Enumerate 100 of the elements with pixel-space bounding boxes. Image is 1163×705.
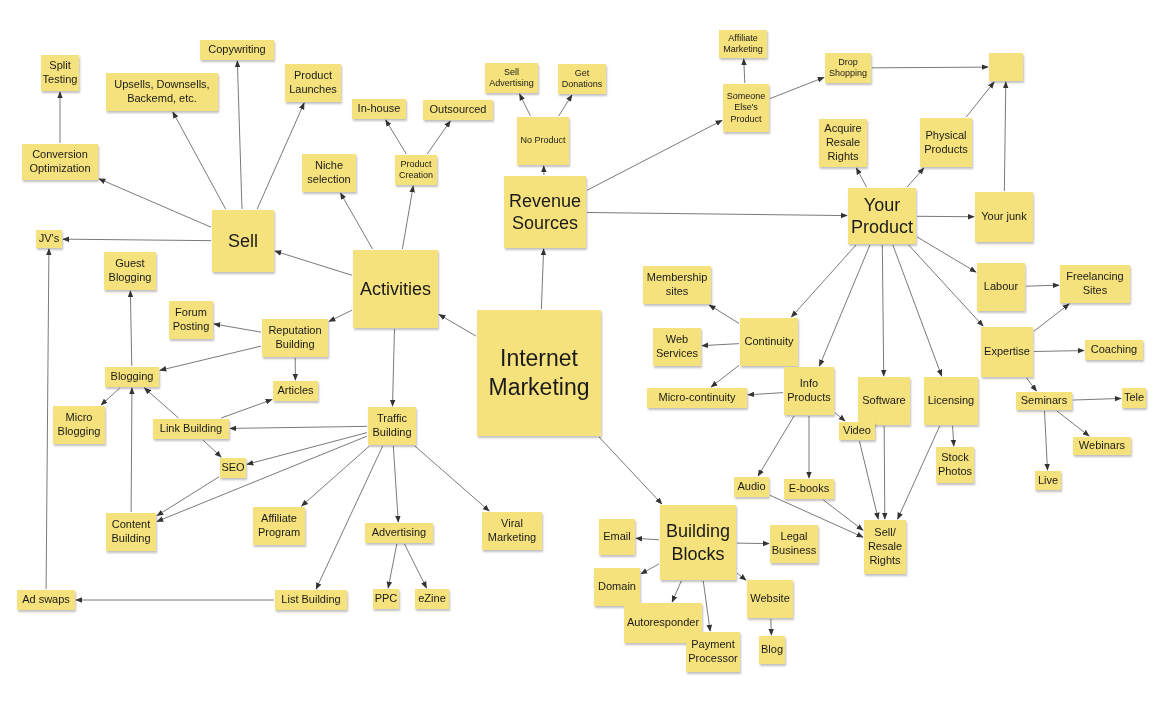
- arrow: [234, 60, 243, 210]
- sticky-note: [352, 99, 406, 119]
- arrow: [635, 535, 660, 542]
- arrow: [519, 93, 531, 117]
- arrow: [965, 81, 995, 118]
- sticky-note: [365, 523, 433, 543]
- sticky-note: [989, 53, 1023, 81]
- arrow: [401, 185, 415, 250]
- arrow: [541, 165, 547, 176]
- sticky-note: [784, 367, 834, 415]
- arrow: [246, 432, 368, 466]
- arrow: [1044, 410, 1050, 471]
- arrow: [1026, 377, 1037, 392]
- note-label: Payment Processor: [688, 638, 738, 666]
- note-label: Membership sites: [645, 271, 709, 299]
- note-label: Micro-continuity: [658, 391, 736, 405]
- sticky-note: [105, 367, 159, 387]
- sticky-note: [975, 192, 1033, 242]
- note-label: Software: [862, 394, 906, 408]
- arrow: [558, 94, 573, 117]
- sticky-note: [981, 327, 1033, 377]
- note-label: Email: [603, 530, 631, 544]
- note-label: Sell: [228, 229, 258, 253]
- sticky-note: [747, 580, 793, 618]
- note-label: Product Creation: [398, 158, 434, 182]
- note-label: Internet Marketing: [487, 344, 591, 402]
- sticky-note: [924, 377, 978, 425]
- arrow: [769, 494, 864, 538]
- note-label: Licensing: [927, 394, 975, 408]
- arrow: [586, 119, 723, 191]
- arrow: [950, 425, 957, 447]
- sticky-note: [759, 636, 785, 664]
- note-label: Acquire Resale Rights: [823, 122, 863, 164]
- sticky-note: [504, 176, 586, 248]
- arrow: [172, 111, 227, 210]
- arrow: [906, 167, 925, 188]
- sticky-note: [977, 263, 1025, 311]
- note-label: Coaching: [1090, 343, 1138, 357]
- arrow: [274, 250, 353, 276]
- note-label: Info Products: [786, 377, 832, 405]
- sticky-note: [22, 144, 98, 180]
- note-label: Split Testing: [42, 59, 78, 87]
- note-label: Sell Advertising: [488, 66, 535, 90]
- note-label: Traffic Building: [371, 412, 413, 440]
- sticky-note: [423, 100, 493, 120]
- arrow: [790, 244, 857, 318]
- note-label: Revenue Sources: [507, 189, 583, 235]
- note-label: Viral Marketing: [486, 517, 538, 545]
- note-label: PPC: [374, 592, 398, 606]
- note-label: Webinars: [1078, 439, 1126, 453]
- note-label: Link Building: [159, 422, 223, 436]
- note-label: Forum Posting: [171, 306, 211, 334]
- note-label: Copywriting: [208, 43, 266, 57]
- arrow: [156, 476, 220, 517]
- arrow: [339, 192, 374, 250]
- note-label: Articles: [277, 384, 314, 398]
- arrow: [389, 328, 396, 407]
- arrow: [741, 58, 747, 84]
- arrow: [671, 580, 682, 603]
- note-label: Advertising: [371, 526, 427, 540]
- note-label: In-house: [357, 102, 401, 116]
- note-label: Audio: [737, 480, 766, 494]
- arrow: [806, 415, 812, 479]
- arrow: [414, 445, 490, 512]
- arrow: [757, 415, 795, 477]
- sticky-note: [517, 117, 569, 165]
- arrow: [1072, 395, 1122, 402]
- note-label: JV's: [38, 232, 60, 246]
- arrow: [640, 563, 660, 575]
- sticky-note: [353, 250, 438, 328]
- sticky-note: [686, 632, 740, 672]
- arrow: [871, 64, 989, 70]
- note-label: Autoresponder: [626, 616, 700, 630]
- note-label: Freelancing Sites: [1065, 270, 1125, 298]
- arrow: [328, 309, 353, 322]
- sticky-note: [200, 40, 274, 60]
- note-label: Upsells, Downsells, Backemd, etc.: [113, 78, 211, 106]
- arrow: [156, 435, 368, 522]
- arrow: [708, 304, 740, 324]
- arrow: [426, 120, 451, 155]
- sticky-note: [723, 84, 769, 132]
- sticky-note: [106, 73, 218, 111]
- note-label: Website: [750, 592, 790, 606]
- arrow: [386, 543, 398, 589]
- note-label: Reputation Building: [267, 324, 323, 352]
- arrow: [62, 236, 212, 242]
- arrow: [385, 119, 407, 155]
- arrow: [701, 342, 740, 349]
- note-label: Your junk: [981, 210, 1027, 224]
- arrow: [1056, 410, 1090, 437]
- note-label: eZine: [418, 592, 446, 606]
- sticky-note: [1016, 392, 1072, 410]
- sticky-note: [275, 590, 347, 610]
- arrow: [1025, 282, 1060, 289]
- note-label: Live: [1037, 473, 1059, 488]
- arrow: [710, 364, 740, 388]
- arrow: [736, 572, 747, 581]
- note-label: Sell/ Resale Rights: [866, 526, 904, 568]
- sticky-note: [864, 520, 906, 574]
- arrow: [159, 345, 262, 372]
